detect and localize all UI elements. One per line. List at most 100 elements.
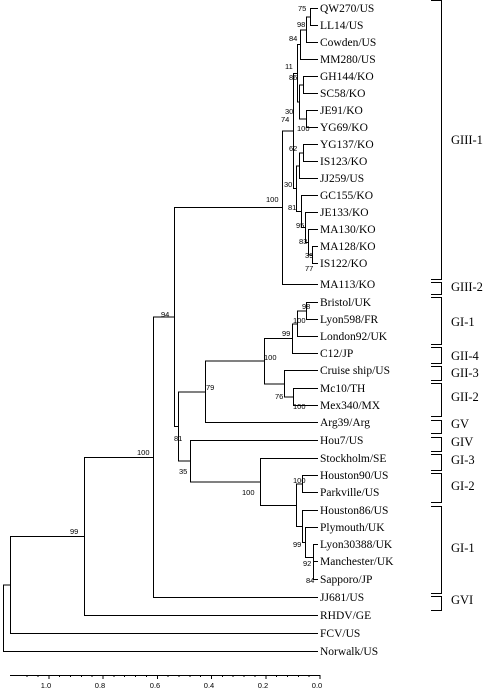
genogroup-label: GII-2 (451, 390, 479, 404)
bootstrap-value: 99 (70, 527, 78, 536)
genogroup-label: GII-3 (451, 366, 479, 380)
bootstrap-value: 86 (289, 73, 297, 82)
bootstrap-value: 98 (302, 302, 310, 311)
bootstrap-value: 83 (299, 237, 307, 246)
taxon-label: GC155/KO (320, 190, 373, 202)
genogroup-label: GI-1 (451, 315, 475, 329)
bootstrap-value: 95 (296, 221, 304, 230)
bootstrap-value: 92 (303, 559, 311, 568)
bootstrap-value: 79 (206, 383, 214, 392)
clade-bracket (431, 282, 442, 295)
bootstrap-value: 35 (179, 467, 187, 476)
taxon-label: Arg39/Arg (320, 417, 370, 429)
clade-bracket (431, 366, 442, 381)
bootstrap-value: 98 (297, 20, 305, 29)
genogroup-label: GIII-1 (451, 133, 483, 147)
taxon-label: JJ259/US (320, 173, 364, 185)
taxon-label: Cruise ship/US (320, 365, 390, 377)
taxon-label: Lyon598/FR (320, 314, 378, 326)
taxon-label: JE133/KO (320, 207, 369, 219)
clade-bracket (431, 297, 442, 345)
genogroup-label: GVI (451, 593, 473, 607)
taxon-label: Parkville/US (320, 487, 379, 499)
taxon-label: Sapporo/JP (320, 574, 372, 586)
taxon-label: Houston86/US (320, 505, 388, 517)
tree-branches (3, 8, 318, 652)
genogroup-label: GIII-2 (451, 280, 483, 294)
taxon-label: MA113/KO (320, 279, 375, 291)
clade-bracket (431, 347, 442, 364)
axis-tick-label: 0.4 (204, 681, 214, 690)
taxon-label: C12/JP (320, 348, 353, 360)
genogroup-label: GV (451, 417, 469, 431)
taxon-label: YG69/KO (320, 122, 368, 134)
bootstrap-value: 81 (174, 434, 182, 443)
taxon-label: GH144/KO (320, 71, 374, 83)
clade-bracket (431, 596, 442, 611)
clade-bracket (431, 473, 442, 503)
bootstrap-value: 100 (137, 448, 150, 457)
taxon-label: RHDV/GE (320, 610, 371, 622)
clade-brackets (431, 0, 442, 611)
taxon-label: MA128/KO (320, 241, 376, 253)
genogroup-label: GIV (451, 435, 473, 449)
bootstrap-value: 76 (275, 392, 283, 401)
genogroup-labels: GIII-1 GIII-2 GI-1 GII-4 GII-3 GII-2 GV … (451, 133, 483, 607)
genogroup-label: GII-4 (451, 349, 480, 363)
taxon-label: MA130/KO (320, 224, 376, 236)
taxon-label: MM280/US (320, 54, 376, 66)
clade-bracket (431, 420, 442, 434)
taxon-label: Norwalk/US (320, 646, 378, 658)
taxon-label: YG137/KO (320, 139, 374, 151)
taxon-label: Mex340/MX (320, 400, 381, 412)
bootstrap-value: 39 (305, 251, 313, 260)
taxon-label: Hou7/US (320, 435, 363, 447)
bootstrap-value: 11 (285, 62, 293, 71)
clade-bracket (431, 0, 442, 280)
axis-tick-label: 0.6 (150, 681, 160, 690)
taxon-label: IS123/KO (320, 156, 367, 168)
bootstrap-value: 74 (281, 115, 289, 124)
bootstrap-value: 100 (297, 124, 310, 133)
bootstrap-value: 77 (305, 264, 313, 273)
axis-tick-label: 1.0 (41, 681, 51, 690)
bootstrap-value: 94 (161, 310, 169, 319)
taxon-label: JJ681/US (320, 592, 364, 604)
taxon-label: London92/UK (320, 331, 388, 343)
taxon-label: SC58/KO (320, 88, 365, 100)
clade-bracket (431, 437, 442, 452)
taxon-label: IS122/KO (320, 258, 367, 270)
clade-bracket (431, 454, 442, 471)
taxon-label: Cowden/US (320, 37, 376, 49)
bootstrap-value: 30 (285, 107, 293, 116)
bootstrap-value: 84 (306, 576, 314, 585)
genogroup-label: GI-2 (451, 479, 475, 493)
bootstrap-value: 84 (289, 34, 297, 43)
taxon-label: Houston90/US (320, 470, 388, 482)
axis-tick-label: 0.8 (95, 681, 105, 690)
bootstrap-value: 75 (298, 4, 306, 13)
bootstrap-value: 100 (264, 353, 277, 362)
taxon-label: QW270/US (320, 3, 374, 15)
bootstrap-value: 81 (288, 203, 296, 212)
bootstrap-value: 99 (293, 540, 301, 549)
minor-ticks (26, 675, 321, 679)
taxon-labels: QW270/US LL14/US Cowden/US MM280/US GH14… (320, 3, 394, 658)
taxon-label: Plymouth/UK (320, 522, 385, 534)
taxon-label: Lyon30388/UK (320, 539, 393, 551)
taxon-label: Stockholm/SE (320, 453, 386, 465)
bootstrap-value: 100 (293, 402, 306, 411)
genogroup-label: GI-1 (451, 541, 475, 555)
taxon-label: LL14/US (320, 20, 363, 32)
clade-bracket (431, 383, 442, 417)
genogroup-label: GI-3 (451, 453, 475, 467)
scale-axis: 1.0 0.8 0.6 0.4 0.2 0.0 (10, 675, 322, 690)
taxon-label: Manchester/UK (320, 556, 394, 568)
axis-tick-label: 0.2 (258, 681, 268, 690)
bootstrap-values: 75 98 84 11 86 30 74 100 62 30 81 95 83 … (70, 4, 314, 585)
bootstrap-value: 30 (284, 180, 292, 189)
axis-tick-label: 0.0 (312, 681, 322, 690)
taxon-label: Mc10/TH (320, 383, 365, 395)
bootstrap-value: 100 (242, 488, 255, 497)
